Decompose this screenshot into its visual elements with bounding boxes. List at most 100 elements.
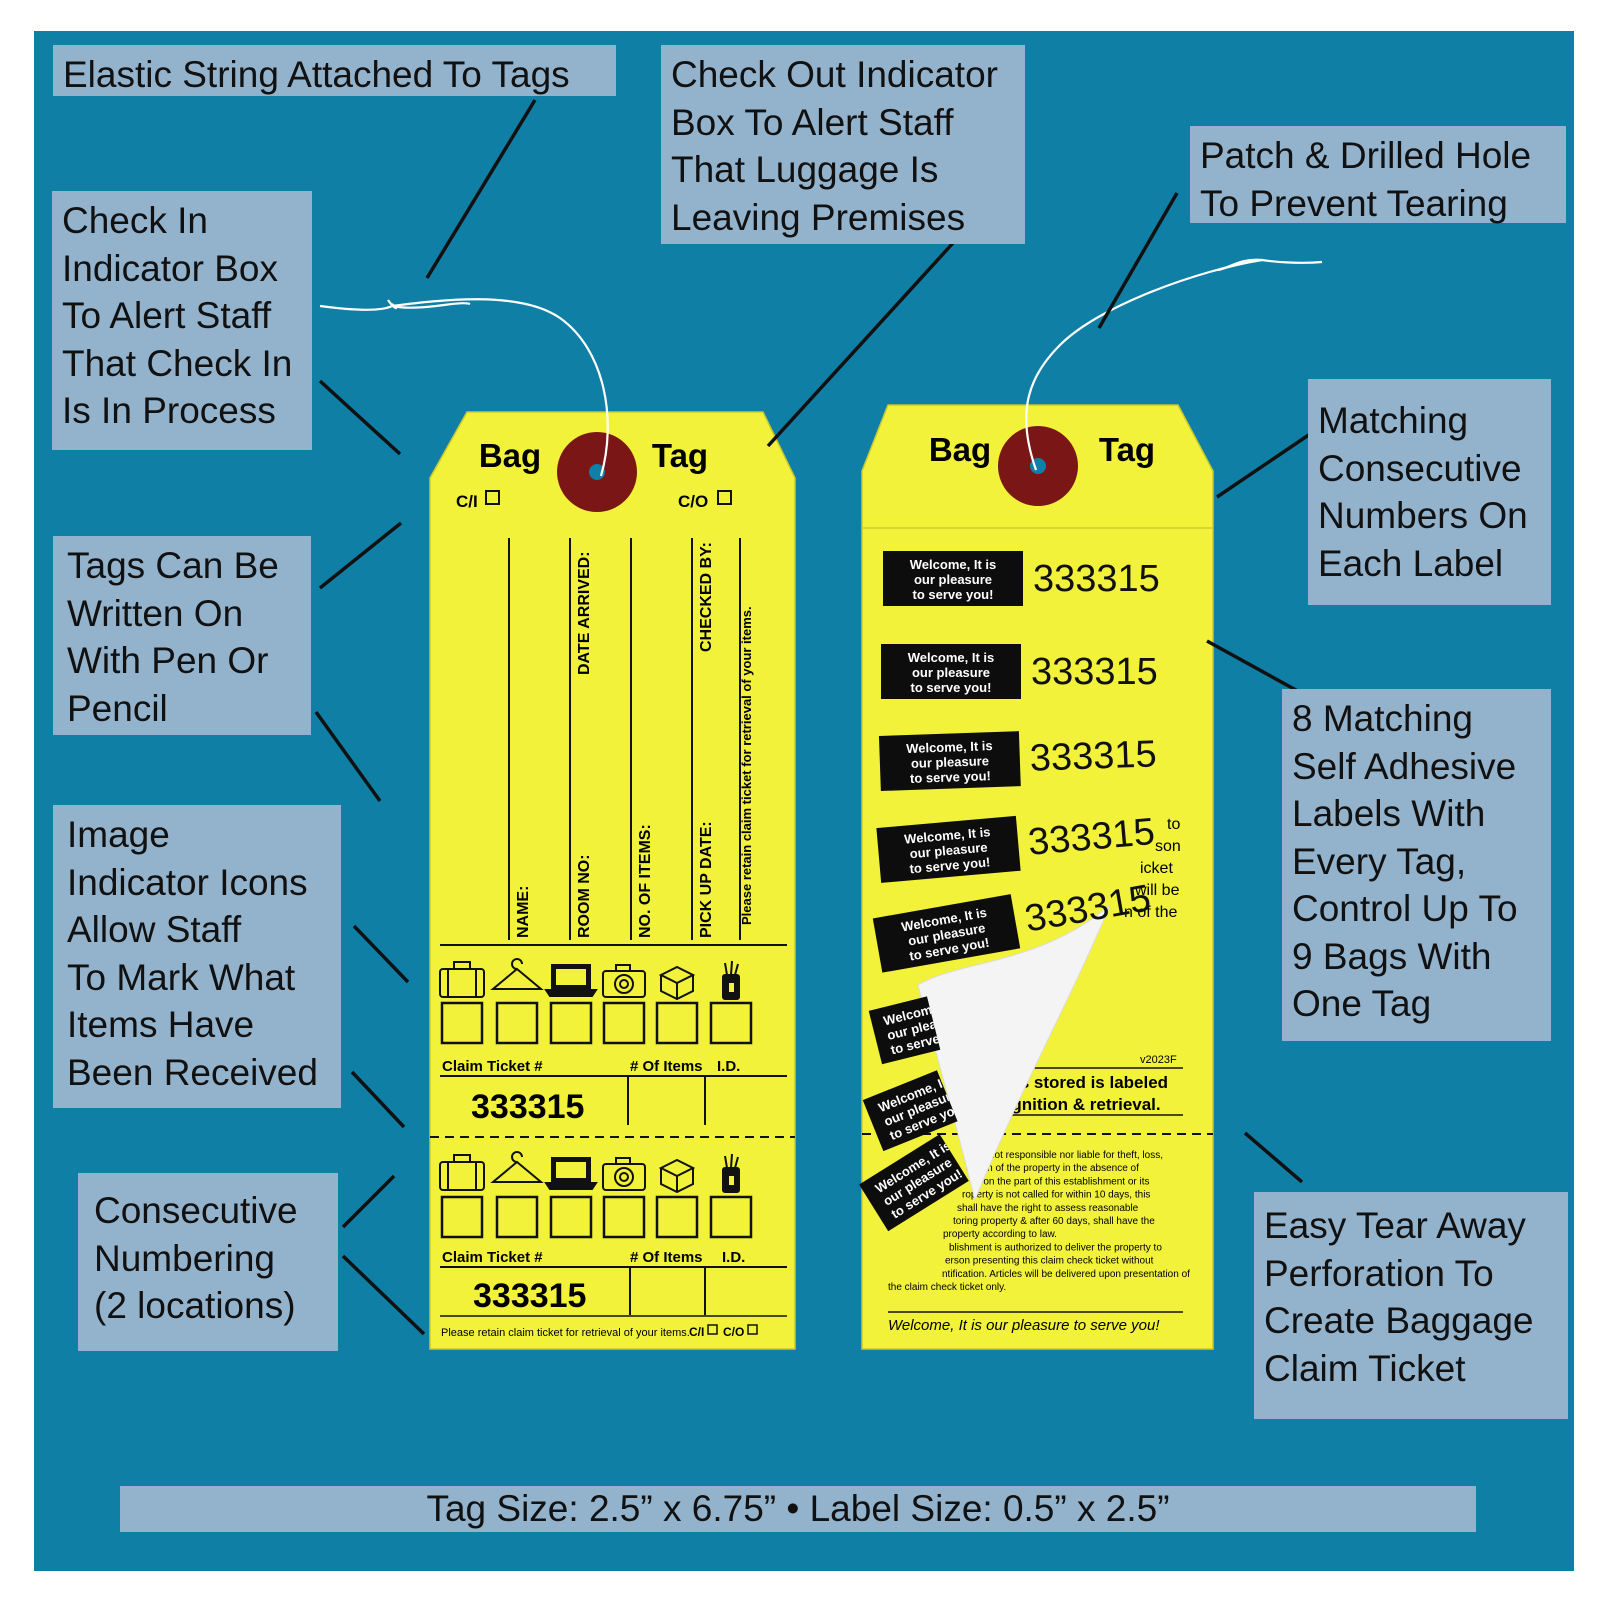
hanger-icon (490, 958, 544, 990)
svg-text:our pleasure: our pleasure (911, 753, 990, 771)
back-footer-welcome: Welcome, It is our pleasure to serve you… (888, 1317, 1160, 1334)
item-checkbox[interactable] (709, 1195, 753, 1239)
claim-number-upper: 333315 (471, 1088, 584, 1126)
item-checkbox[interactable] (549, 1001, 593, 1045)
disclaimer-line: blishment is authorized to deliver the p… (949, 1242, 1162, 1253)
underlying-text-2: son (1155, 838, 1181, 855)
item-checkbox[interactable] (709, 1001, 753, 1045)
disclaimer-line: toring property & after 60 days, shall h… (953, 1216, 1155, 1227)
callout-elastic-string: Elastic String Attached To Tags (53, 45, 616, 96)
field-date-arrived: DATE ARRIVED: (576, 551, 593, 675)
underlying-text-4: will be (1134, 882, 1180, 899)
svg-text:Welcome, It is: Welcome, It is (910, 557, 996, 572)
box-icon (658, 1158, 696, 1194)
claim-ticket-label-upper: Claim Ticket # (442, 1058, 543, 1075)
field-pick-up-date: PICK UP DATE: (698, 821, 715, 938)
items-label-upper: # Of Items (630, 1058, 703, 1075)
front-tag-word: Tag (652, 437, 708, 474)
underlying-text-1: to (1167, 816, 1180, 833)
callout-patch-hole: Patch & Drilled Hole To Prevent Tearing (1190, 126, 1566, 224)
disclaimer-line: shall have the right to assess reasonabl… (957, 1203, 1139, 1214)
field-checked-by: CHECKED BY: (698, 542, 715, 652)
id-label-lower: I.D. (722, 1249, 745, 1266)
svg-text:Welcome, It is: Welcome, It is (908, 650, 994, 665)
svg-text:Welcome, It is: Welcome, It is (906, 738, 993, 756)
bottom-check-out-label: C/O (723, 1325, 744, 1339)
underlying-text-5: n of the (1124, 904, 1177, 921)
svg-text:to serve you!: to serve you! (913, 587, 994, 602)
golf-bag-icon (722, 1153, 740, 1193)
disclaimer-line: uction of the property in the absence of (966, 1163, 1139, 1174)
back-bag-word: Bag (929, 431, 991, 468)
disclaimer-text: is not responsible nor liable for theft,… (888, 1150, 1190, 1293)
item-checkbox[interactable] (440, 1001, 484, 1045)
check-in-label: C/I (456, 492, 478, 511)
front-bag-word: Bag (479, 437, 541, 474)
suitcase-icon (439, 961, 485, 998)
svg-text:our pleasure: our pleasure (914, 572, 992, 587)
leader-lines (314, 99, 1314, 1336)
item-checkbox[interactable] (655, 1001, 699, 1045)
callout-matching-numbers: Matching Consecutive Numbers On Each Lab… (1308, 379, 1551, 605)
item-checkbox[interactable] (655, 1195, 699, 1239)
label-number: 333315 (1033, 558, 1160, 600)
laptop-icon (544, 964, 598, 997)
hanger-icon (490, 1151, 544, 1183)
svg-text:to serve you!: to serve you! (910, 768, 991, 786)
field-name: NAME: (515, 886, 532, 938)
item-checkbox[interactable] (602, 1001, 646, 1045)
icon-row-upper (439, 958, 740, 1001)
stored-line-2: ognition & retrieval. (1001, 1095, 1161, 1114)
item-checkbox[interactable] (495, 1195, 539, 1239)
check-out-box[interactable] (717, 490, 732, 505)
disclaimer-line: e on the part of this establishment or i… (975, 1176, 1150, 1187)
icon-row-lower (439, 1151, 740, 1194)
svg-text:to serve you!: to serve you! (909, 854, 991, 876)
callout-writable: Tags Can Be Written On With Pen Or Penci… (53, 536, 311, 735)
bottom-check-in-box[interactable] (707, 1324, 718, 1335)
bottom-check-in-label: C/I (689, 1325, 704, 1339)
field-no-of-items: NO. OF ITEMS: (637, 824, 654, 938)
label-number: 333315 (1029, 733, 1157, 779)
retain-note-bottom: Please retain claim ticket for retrieval… (441, 1327, 690, 1339)
disclaimer-line: erson presenting this claim check ticket… (945, 1256, 1154, 1267)
id-label-upper: I.D. (717, 1058, 740, 1075)
version-code: v2023F (1140, 1054, 1177, 1066)
disclaimer-line: the claim check ticket only. (888, 1282, 1006, 1293)
item-checkbox[interactable] (549, 1195, 593, 1239)
item-checkbox[interactable] (495, 1001, 539, 1045)
bottom-check-out-box[interactable] (747, 1324, 758, 1335)
item-checkbox[interactable] (602, 1195, 646, 1239)
writing-lines (508, 538, 741, 940)
suitcase-icon (439, 1154, 485, 1191)
retain-note-vertical: Please retain claim ticket for retrieval… (739, 606, 754, 925)
callout-check-in-indicator: Check In Indicator Box To Alert Staff Th… (52, 191, 312, 450)
disclaimer-line: property according to law. (943, 1229, 1057, 1240)
claim-number-lower: 333315 (473, 1277, 586, 1315)
callout-check-out-indicator: Check Out Indicator Box To Alert Staff T… (661, 45, 1025, 244)
elastic-strings (319, 258, 1323, 477)
callout-adhesive-labels: 8 Matching Self Adhesive Labels With Eve… (1282, 689, 1551, 1041)
peeled-label-backing (917, 904, 1111, 1202)
golf-bag-icon (722, 960, 740, 1000)
check-in-box[interactable] (485, 490, 500, 505)
items-label-lower: # Of Items (630, 1249, 703, 1266)
callout-consecutive-numbering: Consecutive Numbering (2 locations) (78, 1173, 338, 1351)
svg-text:our pleasure: our pleasure (912, 665, 990, 680)
checkbox-row-upper (440, 1001, 753, 1045)
box-icon (658, 965, 696, 1001)
callout-image-icons: Image Indicator Icons Allow Staff To Mar… (53, 805, 341, 1108)
item-checkbox[interactable] (440, 1195, 484, 1239)
callout-tear-away: Easy Tear Away Perforation To Create Bag… (1254, 1192, 1568, 1419)
back-tag-word: Tag (1099, 431, 1155, 468)
disclaimer-line: ntification. Articles will be delivered … (942, 1269, 1190, 1280)
svg-text:our pleasure: our pleasure (909, 840, 988, 862)
camera-icon (602, 964, 646, 998)
